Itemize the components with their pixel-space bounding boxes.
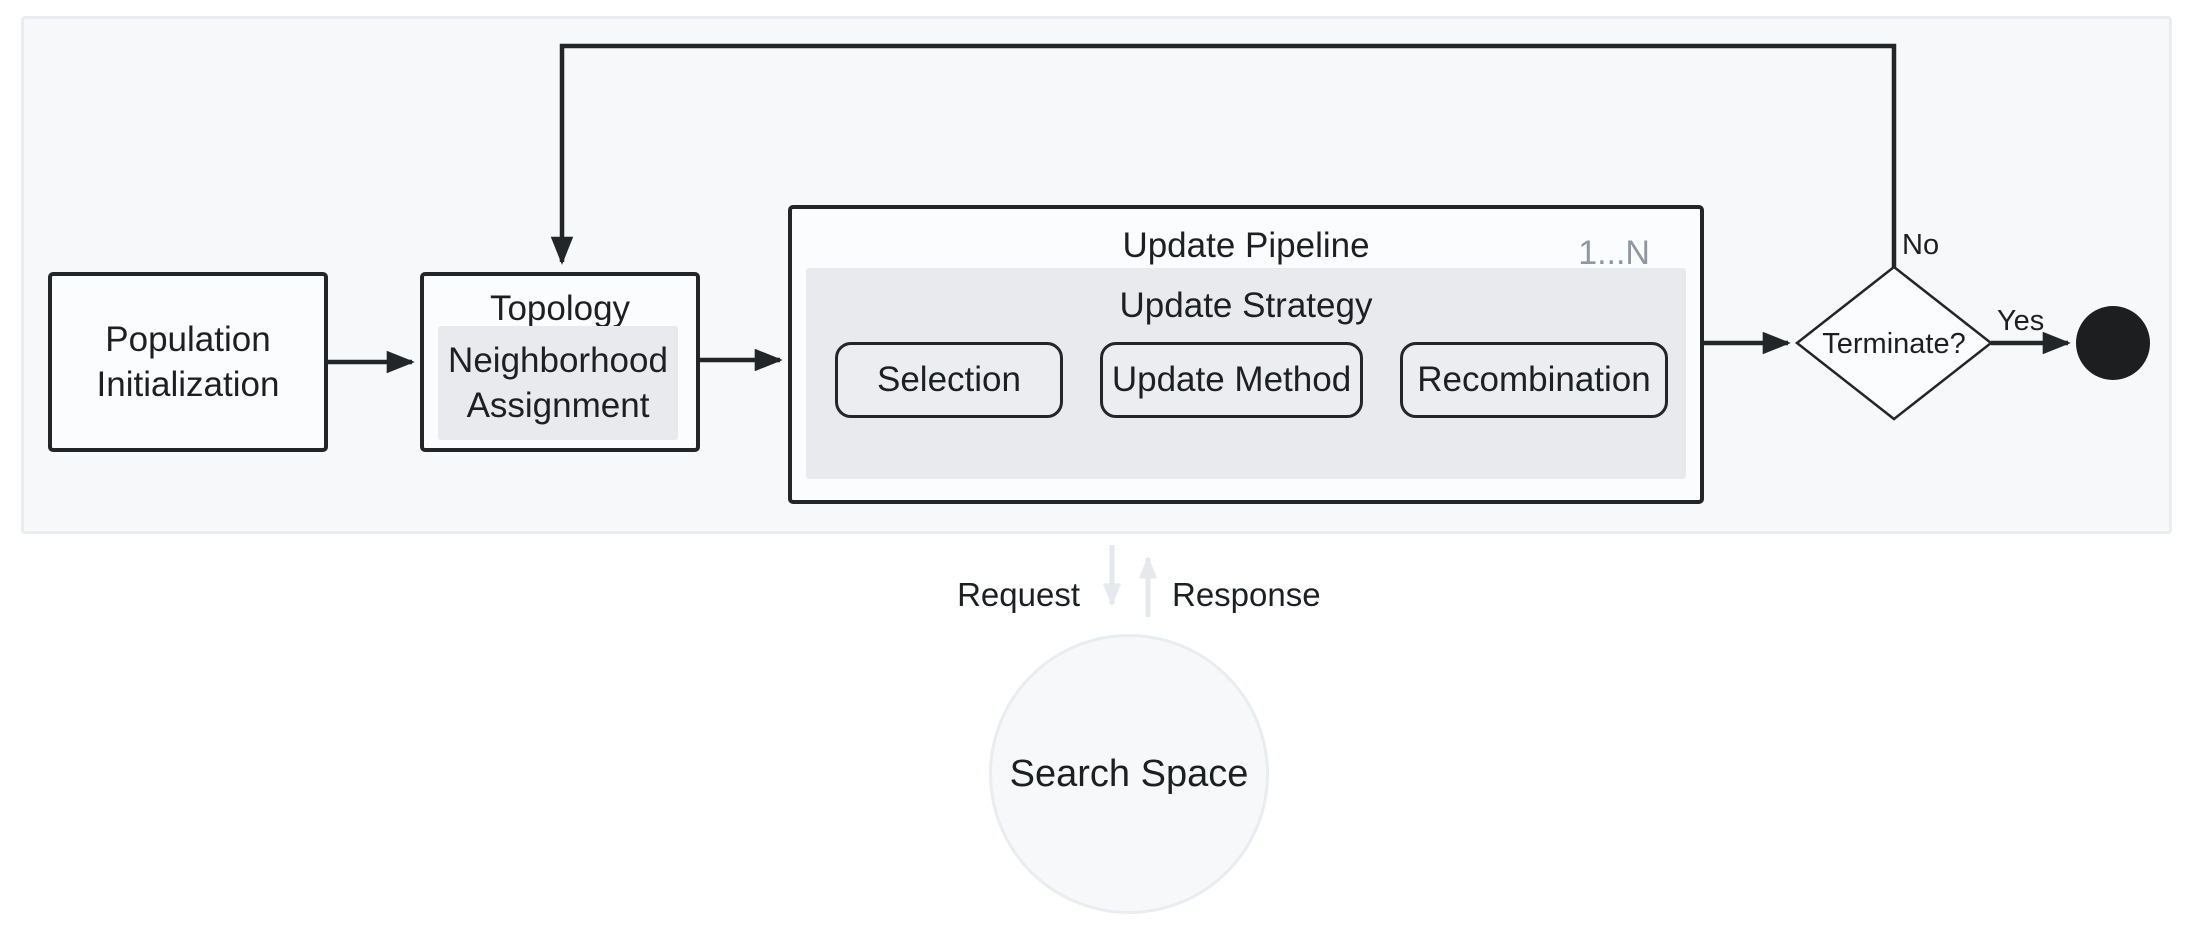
selection-step-label: Selection xyxy=(877,360,1021,399)
response-label: Response xyxy=(1172,576,1321,613)
topology-title: Topology xyxy=(489,289,631,328)
update-method-step: Update Method xyxy=(1100,342,1363,418)
pipeline-multiplicity-badge: 1...N xyxy=(1578,234,1650,272)
recombination-step-label: Recombination xyxy=(1417,360,1651,399)
neighborhood-assignment-node: Neighborhood Assignment xyxy=(438,326,678,440)
selection-step: Selection xyxy=(835,342,1063,418)
terminate-diamond xyxy=(1794,265,1994,421)
search-space-node: Search Space xyxy=(989,634,1269,914)
update-pipeline-title: Update Pipeline xyxy=(1122,226,1370,265)
neighborhood-assignment-label: Neighborhood Assignment xyxy=(448,340,668,426)
terminate-label: Terminate? xyxy=(1822,327,1966,360)
end-state-circle xyxy=(2076,306,2150,380)
yes-branch-label: Yes xyxy=(1997,305,2045,337)
population-initialization-label: Population Initialization xyxy=(96,319,280,405)
update-strategy-title: Update Strategy xyxy=(1119,286,1373,325)
no-branch-label: No xyxy=(1902,229,1940,261)
search-space-label: Search Space xyxy=(1009,752,1249,795)
population-initialization-node: Population Initialization xyxy=(48,272,328,452)
recombination-step: Recombination xyxy=(1400,342,1668,418)
request-label: Request xyxy=(957,576,1080,613)
arrow-loop-no-to-topology xyxy=(550,43,1897,267)
topology-node: Topology Neighborhood Assignment xyxy=(420,272,700,452)
update-method-step-label: Update Method xyxy=(1111,360,1352,399)
